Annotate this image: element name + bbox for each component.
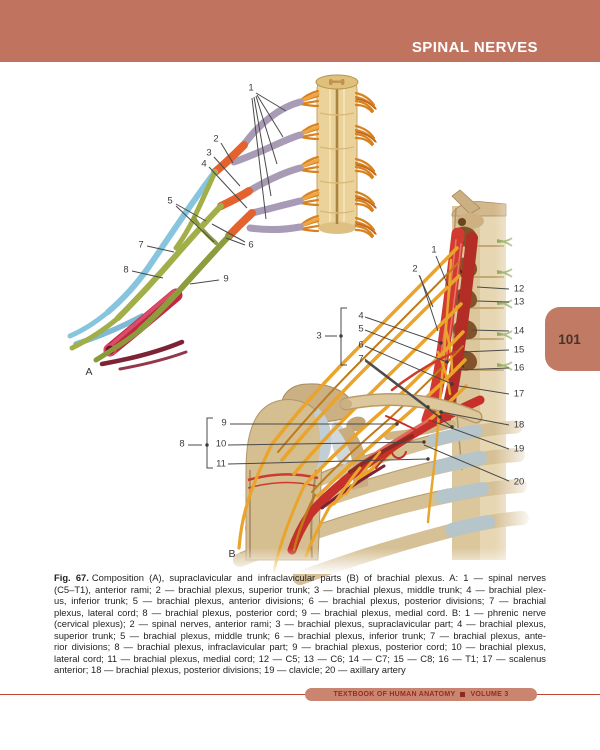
figure-b-label-7: 7 <box>358 353 364 365</box>
caption-line: anterior; 18 — brachial plexus, posterio… <box>54 664 406 676</box>
footer-rule <box>0 694 600 695</box>
figure-a-label-4: 4 <box>201 158 207 170</box>
chapter-header-bar: SPINAL NERVES <box>0 0 600 62</box>
plexus-divisions-cords <box>67 169 232 363</box>
figure-b-leader-lines <box>188 255 510 482</box>
footer-volume: VOLUME 3 <box>470 691 509 698</box>
figure-b-label-3: 3 <box>316 330 322 342</box>
figure-b-label-16: 16 <box>513 362 525 374</box>
figure-b-label-17: 17 <box>513 388 525 400</box>
figure-a-label-2: 2 <box>213 133 219 145</box>
figure-b-label-1: 1 <box>431 244 437 256</box>
figure-b-label-5: 5 <box>358 323 364 335</box>
figure-b-label-20: 20 <box>513 476 525 488</box>
spinal-nerve-rami <box>230 98 304 234</box>
figure-b-label-12: 12 <box>513 283 525 295</box>
figure-b-label-6: 6 <box>358 339 364 351</box>
figure-number-label: Fig. 67. <box>54 572 89 583</box>
figure-b-panel-letter: B <box>228 547 236 560</box>
figure-a-label-5: 5 <box>167 195 173 207</box>
figure-a-label-1: 1 <box>248 82 254 94</box>
figure-b-label-14: 14 <box>513 325 525 337</box>
figure-a-label-3: 3 <box>206 147 212 159</box>
figure-b-label-13: 13 <box>513 296 525 308</box>
caption-line: (C5–T1), anterior rami; 2 — brachial ple… <box>54 583 546 595</box>
figure-a-label-9: 9 <box>223 273 229 285</box>
figure-b-label-8: 8 <box>179 438 185 450</box>
figure-a-label-6: 6 <box>248 239 254 251</box>
bottom-edge-fade <box>230 548 530 574</box>
figure-b-label-18: 18 <box>513 419 525 431</box>
deep-vessels <box>99 339 188 371</box>
page-number-tab: 101 <box>545 307 600 371</box>
caption-line: (cervical plexus); 2 — spinal nerves, an… <box>54 618 546 630</box>
figure-b-label-2: 2 <box>412 263 418 275</box>
figure-a-label-8: 8 <box>123 264 129 276</box>
figure-a-illustration <box>67 74 378 371</box>
figure-caption: Fig. 67.Composition (A), supraclavicular… <box>54 572 546 676</box>
page-number: 101 <box>558 331 581 347</box>
figure-b-label-4: 4 <box>358 310 364 322</box>
figure-b-illustration <box>188 189 534 585</box>
figure-a-label-7: 7 <box>138 239 144 251</box>
footer-book-title: TEXTBOOK OF HUMAN ANATOMY <box>333 691 456 698</box>
chapter-title: SPINAL NERVES <box>411 39 538 56</box>
figure-b-label-19: 19 <box>513 443 525 455</box>
caption-line: superior trunk; 5 — brachial plexus, mid… <box>54 629 546 641</box>
figure-a-leader-lines <box>131 92 287 285</box>
spinal-cord <box>315 74 359 234</box>
figure-b-label-11: 11 <box>216 458 226 470</box>
clavicle <box>339 393 483 424</box>
separator-square-icon <box>460 692 466 697</box>
right-edge-fade <box>494 190 534 575</box>
figure-a-panel-letter: A <box>85 365 93 378</box>
figure-b-label-9: 9 <box>221 417 227 429</box>
caption-line: plexus, lateral cord; 8 — brachial plexu… <box>54 606 546 618</box>
figure-b-label-15: 15 <box>513 344 525 356</box>
caption-line: lateral cord; 11 — brachial plexus, medi… <box>54 652 546 664</box>
caption-line: us, inferior trunk; 5 — brachial plexus,… <box>54 595 546 607</box>
footer-banner: TEXTBOOK OF HUMAN ANATOMY VOLUME 3 <box>305 688 537 701</box>
caption-line: Fig. 67.Composition (A), supraclavicular… <box>54 572 546 583</box>
caption-line: rior divisions; 8 — brachial plexus, inf… <box>54 641 546 653</box>
figure-b-label-10: 10 <box>215 438 227 450</box>
